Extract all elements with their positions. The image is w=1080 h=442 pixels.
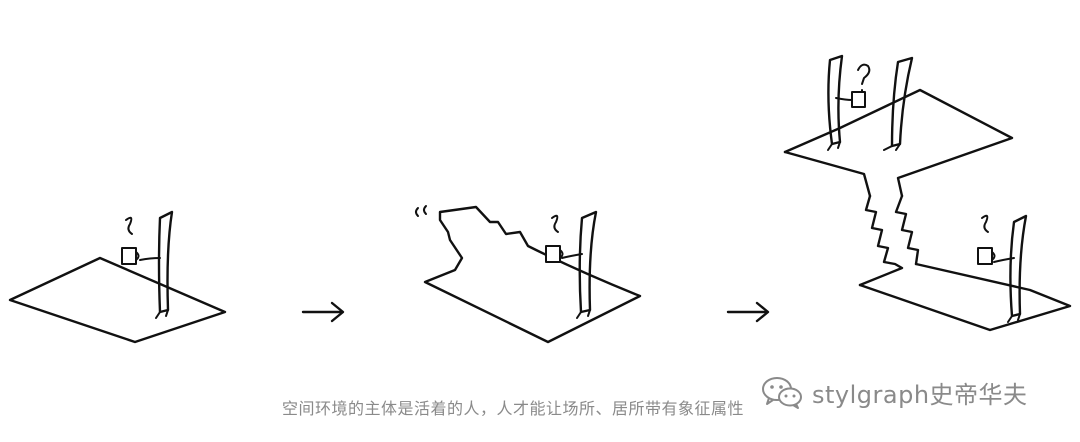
steam-icon	[981, 214, 989, 233]
figure-body	[1009, 214, 1028, 318]
arrow-right-icon	[301, 301, 345, 323]
coffee-cup-icon	[545, 245, 561, 263]
figure-arm	[561, 253, 583, 259]
floor-plane	[8, 256, 227, 344]
figure-feet	[827, 141, 841, 151]
staircase-left	[858, 194, 904, 287]
figure-questioning	[827, 54, 871, 151]
arrow-right-icon	[726, 301, 770, 323]
staircase-right	[894, 194, 920, 266]
panel-2	[415, 205, 642, 344]
figure-feet	[155, 309, 169, 319]
figure-thinking	[121, 210, 174, 319]
coffee-cup-icon	[121, 247, 137, 265]
panel-1	[8, 210, 227, 344]
question-mark-icon	[857, 63, 871, 92]
figure-feet	[1007, 313, 1021, 323]
cup-handle	[135, 251, 140, 261]
caption: 空间环境的主体是活着的人，人才能让场所、居所带有象征属性	[282, 399, 745, 418]
steam-icon	[551, 214, 559, 233]
figure-thinking	[977, 214, 1028, 323]
upper-platform-left-edge	[783, 150, 872, 198]
figure-partner	[883, 56, 914, 151]
figure-arm	[139, 257, 161, 261]
coffee-cup-icon	[851, 91, 866, 108]
upper-platform	[783, 88, 1014, 198]
watermark: stylgraph史帝华夫	[760, 374, 1028, 410]
cup-handle	[991, 251, 996, 261]
lower-platform	[858, 262, 1072, 332]
cup-handle	[559, 249, 564, 259]
figure-feet	[883, 143, 901, 151]
steam-icon	[125, 216, 133, 235]
figure-arm	[835, 97, 853, 101]
wechat-icon	[762, 377, 802, 409]
figure-body	[578, 210, 598, 314]
figure-body	[157, 210, 174, 314]
figure-arm	[993, 257, 1015, 263]
panel-3	[783, 54, 1072, 332]
figure-thinking	[545, 210, 598, 319]
coffee-cup-icon	[977, 247, 993, 265]
watermark-text: stylgraph史帝华夫	[812, 380, 1028, 409]
floor-with-wall	[423, 205, 642, 344]
figure-feet	[576, 309, 591, 319]
sound-marks	[415, 205, 427, 217]
